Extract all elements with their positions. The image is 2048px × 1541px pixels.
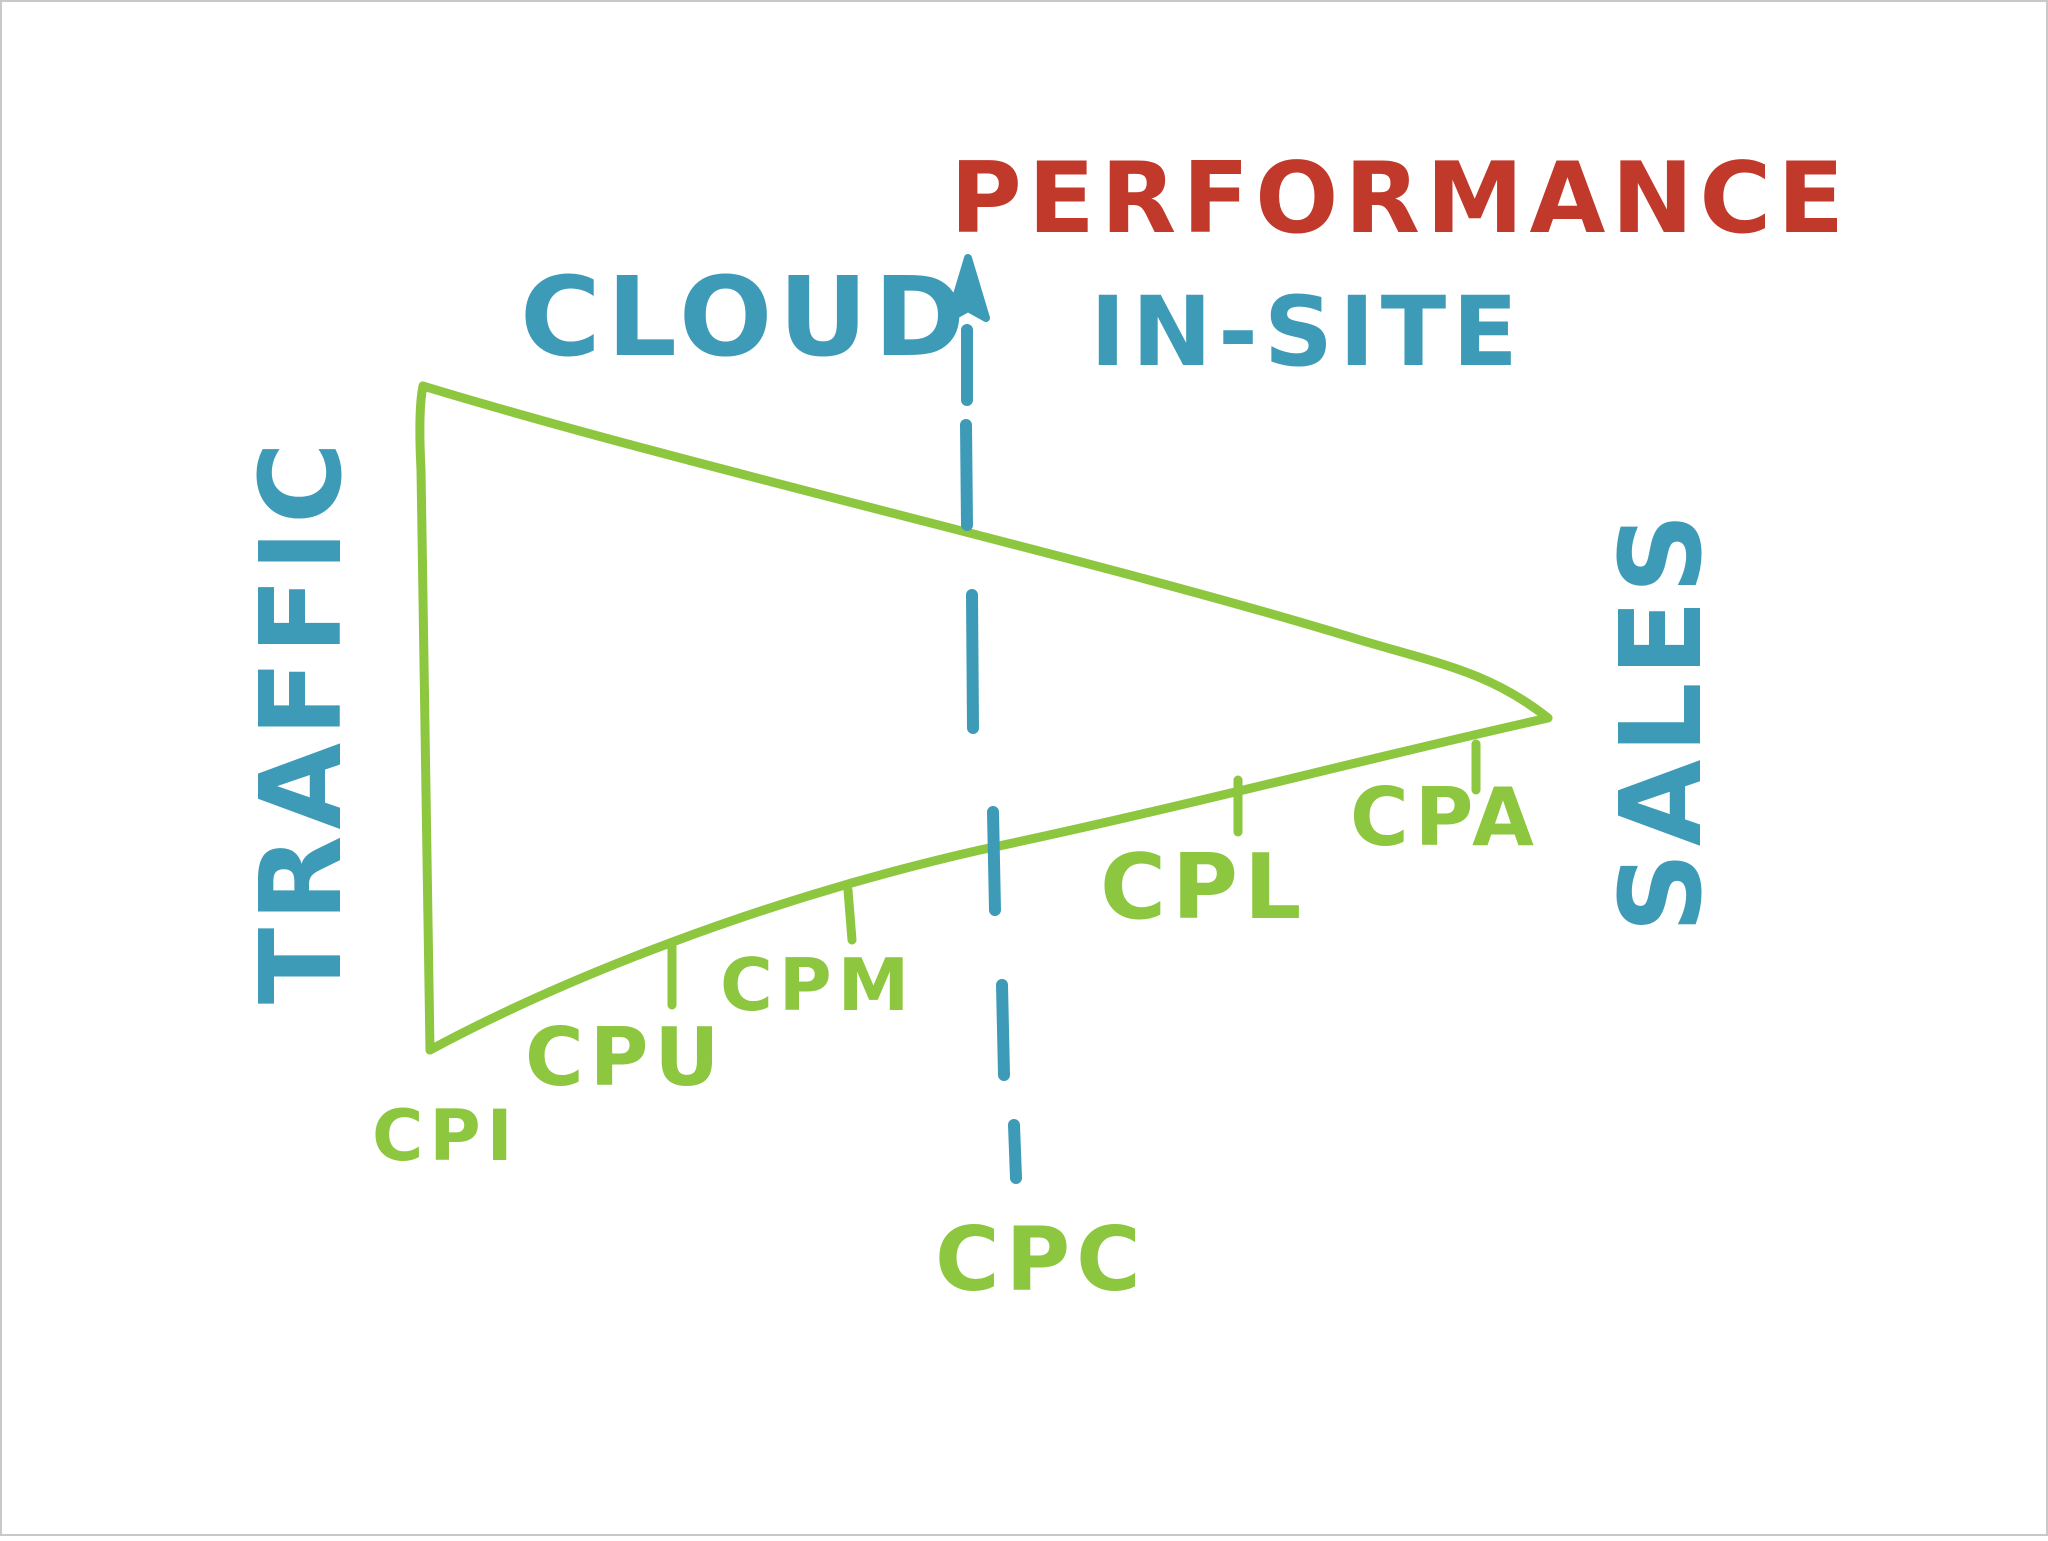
sales-label: SALES [1597,507,1727,933]
axis-segment-6 [1008,1119,1022,1184]
cpi-label: CPI [372,1095,519,1177]
axis-segment-4 [987,806,1001,916]
axis-segment-3 [966,589,979,734]
funnel-top-edge [418,381,1553,723]
axis-segment-2 [960,419,973,531]
performance-axis [960,324,1022,1184]
cpc-label: CPC [935,1208,1147,1311]
performance-label: PERFORMANCE [950,142,1850,256]
funnel-left-edge [415,381,435,1055]
in-site-label: IN-SITE [1090,276,1524,388]
cpm-label: CPM [720,943,915,1027]
cpl-label: CPL [1100,835,1307,940]
tick-cpm [843,885,857,945]
axis-segment-5 [996,979,1010,1081]
traffic-label: TRAFFIC [237,436,367,1004]
funnel-shape [415,381,1553,1055]
cloud-label: CLOUD [520,253,971,381]
arrow-up-icon [946,254,990,322]
funnel-bottom-edge [425,713,1553,1055]
cpa-label: CPA [1350,771,1540,864]
cpu-label: CPU [525,1011,725,1104]
